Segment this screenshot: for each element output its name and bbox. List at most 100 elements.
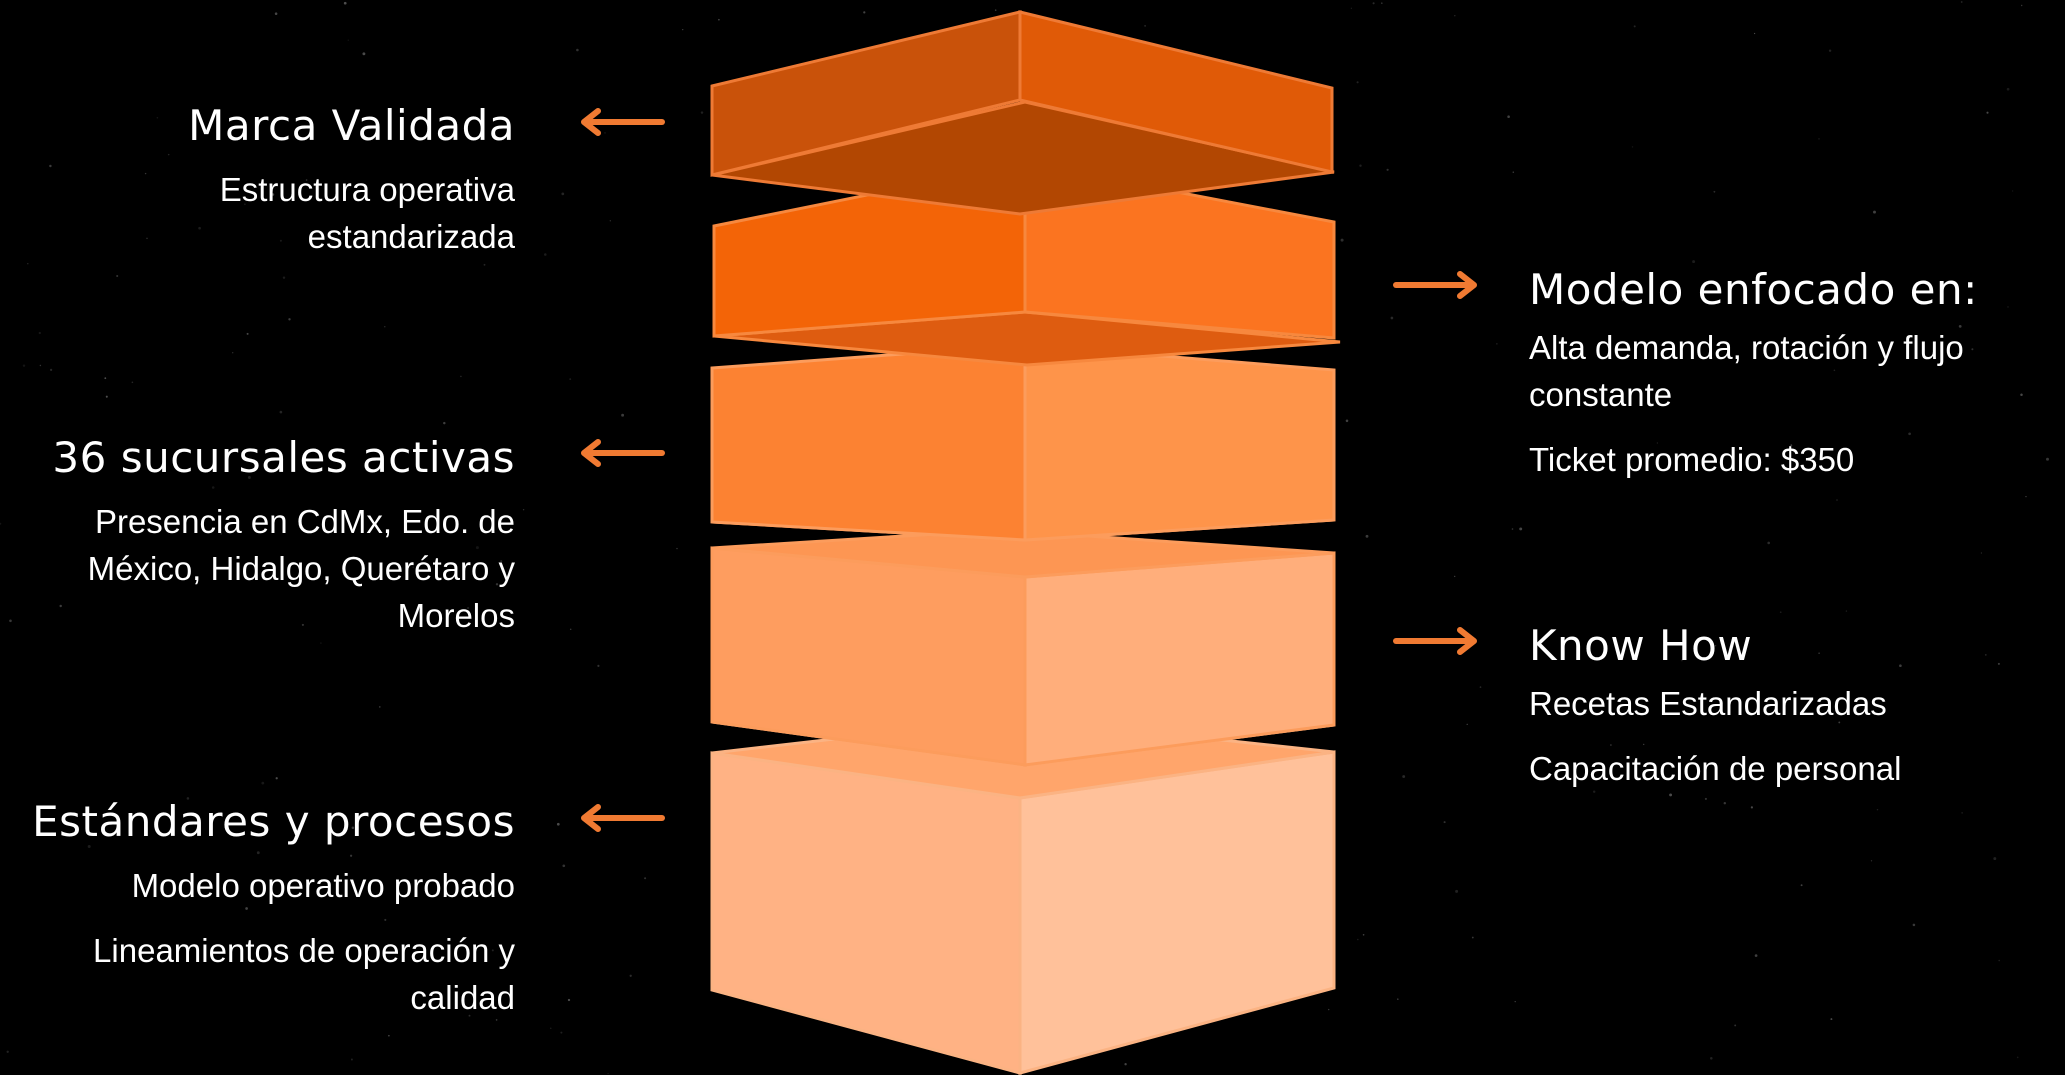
- left-title-1: Marca Validada: [188, 101, 515, 150]
- right-title-2: Know How: [1529, 621, 1753, 670]
- star-dot: [1386, 168, 1389, 171]
- star-dot: [158, 946, 160, 948]
- star-dot: [38, 331, 41, 335]
- block-4-right-face: [1023, 551, 1336, 767]
- star-dot: [1958, 325, 1962, 328]
- star-dot: [343, 1, 347, 5]
- star-dot: [1998, 959, 2001, 962]
- star-dot: [244, 203, 246, 206]
- star-dot: [27, 262, 29, 265]
- star-dot: [245, 907, 248, 910]
- star-dot: [2021, 4, 2023, 7]
- star-dot: [271, 193, 275, 196]
- star-dot: [682, 28, 684, 31]
- star-dot: [1800, 884, 1803, 887]
- star-dot: [186, 797, 190, 800]
- star-dot: [1345, 419, 1349, 423]
- star-dot: [1984, 654, 1987, 656]
- star-dot: [1838, 721, 1841, 724]
- star-dot: [105, 395, 108, 398]
- star-dot: [146, 237, 148, 240]
- star-dot: [1754, 954, 1758, 957]
- star-dot: [1957, 352, 1960, 356]
- star-dot: [2046, 457, 2049, 461]
- right-block-modelo: Modelo enfocado en: Alta demanda, rotaci…: [1529, 264, 2049, 483]
- star-dot: [156, 117, 159, 119]
- star-dot: [1714, 645, 1717, 647]
- block-4: [710, 528, 1336, 767]
- star-dot: [1767, 541, 1771, 545]
- left-block-marca: Marca Validada Estructura operativa esta…: [155, 100, 515, 260]
- star-dot: [1710, 1057, 1713, 1060]
- arrow-right-1-icon: [1393, 271, 1477, 299]
- star-dot: [1971, 348, 1974, 351]
- star-dot: [1876, 808, 1879, 811]
- star-dot: [305, 179, 308, 181]
- star-dot: [466, 606, 470, 610]
- star-dot: [279, 239, 282, 242]
- star-dot: [347, 39, 349, 41]
- star-dot: [560, 1031, 563, 1034]
- star-dot: [1633, 25, 1636, 28]
- star-dot: [1723, 801, 1727, 805]
- star-dot: [522, 509, 525, 511]
- star-dot: [460, 375, 462, 378]
- arrow-left-3-icon: [581, 804, 665, 832]
- star-dot: [2025, 495, 2027, 498]
- right-text-2-line-2: Capacitación de personal: [1529, 750, 1902, 787]
- star-dot: [500, 559, 503, 563]
- star-dot: [87, 845, 91, 848]
- block-1: [710, 10, 1335, 216]
- left-title-2: 36 sucursales activas: [52, 433, 515, 482]
- star-dot: [9, 619, 12, 623]
- star-dot: [495, 583, 499, 586]
- star-dot: [414, 1006, 417, 1009]
- star-dot: [1980, 552, 1983, 554]
- star-dot: [1340, 238, 1344, 242]
- left-text-3-line-1: Modelo operativo probado: [131, 867, 515, 904]
- star-dot: [1750, 806, 1754, 809]
- star-dot: [1359, 164, 1362, 167]
- star-dot: [567, 998, 571, 1002]
- star-dot: [511, 518, 513, 520]
- star-dot: [1870, 860, 1873, 862]
- block-5: [710, 716, 1336, 1075]
- star-dot: [562, 864, 566, 868]
- star-dot: [700, 111, 704, 114]
- star-dot: [544, 253, 547, 256]
- star-dot: [49, 164, 52, 168]
- star-dot: [1790, 444, 1793, 447]
- star-dot: [1390, 316, 1394, 320]
- block-4-top-face: [711, 528, 1335, 579]
- star-dot: [349, 854, 353, 857]
- star-dot: [2020, 393, 2023, 397]
- right-text-2-line-1: Recetas Estandarizadas: [1529, 685, 1887, 722]
- star-dot: [1496, 343, 1498, 345]
- star-dot: [1443, 821, 1446, 824]
- star-dot: [1328, 1008, 1330, 1011]
- left-title-3: Estándares y procesos: [32, 797, 515, 846]
- star-dot: [131, 381, 134, 384]
- star-dot: [2006, 87, 2010, 91]
- star-dot: [550, 1027, 552, 1029]
- star-dot: [220, 532, 223, 535]
- star-dot: [246, 332, 249, 335]
- star-dot: [1873, 210, 1876, 214]
- right-text-1-line-2: Ticket promedio: $350: [1529, 441, 1855, 478]
- left-text-3-line-2: Lineamientos de operación y calidad: [93, 932, 515, 1016]
- star-dot: [1610, 744, 1612, 746]
- star-dot: [1471, 936, 1474, 939]
- star-dot: [1779, 611, 1782, 614]
- block-3: [710, 343, 1336, 542]
- star-dot: [1454, 14, 1456, 17]
- star-dot: [495, 1019, 498, 1021]
- star-dot: [491, 949, 494, 952]
- star-dot: [609, 220, 611, 222]
- star-dot: [863, 11, 866, 14]
- star-dot: [1669, 793, 1673, 797]
- star-dot: [629, 974, 632, 977]
- star-dot: [468, 1014, 471, 1017]
- star-dot: [483, 263, 486, 266]
- star-dot: [2011, 190, 2014, 192]
